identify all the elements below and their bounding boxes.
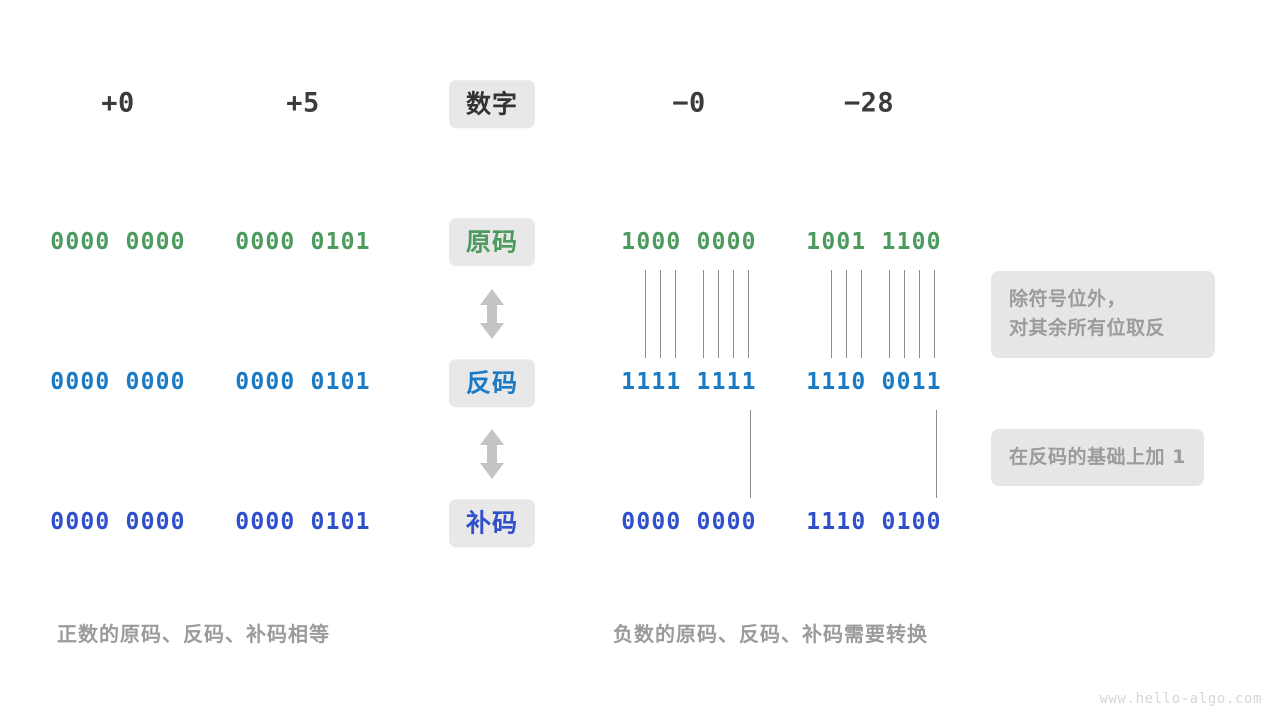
connector-line [675, 270, 676, 358]
connector-line [733, 270, 734, 358]
ones-complement-negative-twentyeight: 1110 0011 [806, 369, 942, 395]
connector-line [919, 270, 920, 358]
connector-line [861, 270, 862, 358]
twos-complement-negative-twentyeight: 1110 0100 [806, 509, 942, 535]
connector-line [645, 270, 646, 358]
header-value-negative-zero: −0 [672, 87, 706, 119]
connector-line [660, 270, 661, 358]
connector-line [831, 270, 832, 358]
transform-arrow-add-one [477, 428, 507, 480]
connector-line [936, 410, 937, 498]
connector-line [846, 270, 847, 358]
caption-positive-numbers: 正数的原码、反码、补码相等 [57, 622, 330, 646]
ones-complement-positive-five: 0000 0101 [235, 369, 371, 395]
sign-magnitude-positive-zero: 0000 0000 [50, 229, 186, 255]
sign-magnitude-negative-twentyeight: 1001 1100 [806, 229, 942, 255]
row-header-badge-sign-magnitude: 原码 [448, 218, 536, 266]
annotation-add-one-rule: 在反码的基础上加 1 [991, 429, 1204, 487]
annotation-invert-rule: 除符号位外， 对其余所有位取反 [991, 271, 1215, 358]
row-header-badge-number: 数字 [448, 80, 536, 128]
connector-line [934, 270, 935, 358]
twos-complement-positive-zero: 0000 0000 [50, 509, 186, 535]
twos-complement-negative-zero: 0000 0000 [621, 509, 757, 535]
connector-line [748, 270, 749, 358]
transform-arrow-invert [477, 288, 507, 340]
header-value-positive-five: +5 [286, 87, 320, 119]
connector-line [703, 270, 704, 358]
connector-line [904, 270, 905, 358]
sign-magnitude-positive-five: 0000 0101 [235, 229, 371, 255]
twos-complement-positive-five: 0000 0101 [235, 509, 371, 535]
caption-negative-numbers: 负数的原码、反码、补码需要转换 [613, 622, 928, 646]
header-value-positive-zero: +0 [101, 87, 135, 119]
connector-line [718, 270, 719, 358]
connector-line [889, 270, 890, 358]
sign-magnitude-negative-zero: 1000 0000 [621, 229, 757, 255]
ones-complement-negative-zero: 1111 1111 [621, 369, 757, 395]
header-value-negative-twentyeight: −28 [843, 87, 895, 119]
row-header-badge-twos-complement: 补码 [448, 499, 536, 547]
site-watermark: www.hello-algo.com [1099, 691, 1262, 707]
connector-line [750, 410, 751, 498]
ones-complement-positive-zero: 0000 0000 [50, 369, 186, 395]
row-header-badge-ones-complement: 反码 [448, 359, 536, 407]
